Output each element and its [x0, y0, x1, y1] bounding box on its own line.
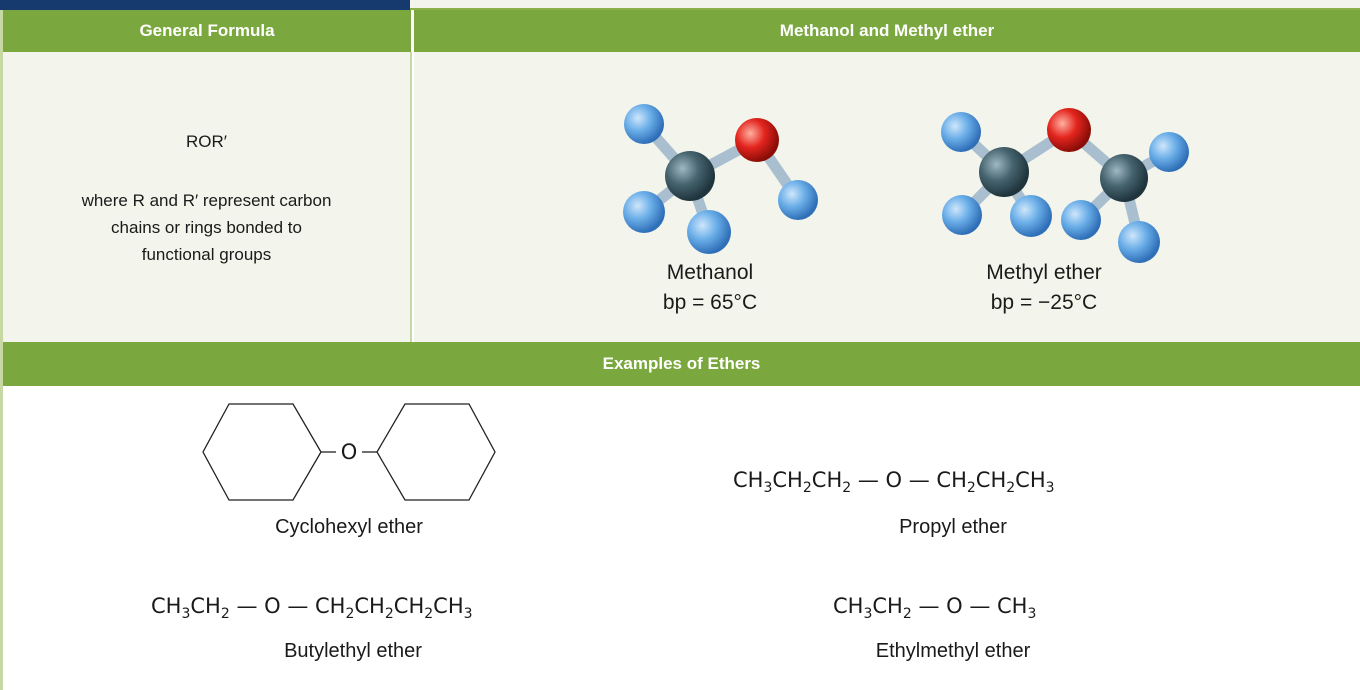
butylethyl-ether-label: Butylethyl ether	[284, 640, 422, 662]
methanol-label: Methanol bp = 65°C	[662, 261, 758, 314]
propyl-ether-label: Propyl ether	[899, 516, 1007, 538]
header-examples: Examples of Ethers	[3, 342, 1360, 386]
methanol-model-icon	[623, 104, 818, 254]
cyclohexyl-oxygen-label: O	[341, 440, 358, 464]
butylethyl-ether-formula: CH3CH2 — O — CH2CH2CH2CH3	[151, 594, 473, 623]
header-separator	[411, 10, 414, 52]
general-formula: ROR′	[186, 132, 227, 151]
propyl-ether-formula: CH3CH2CH2 — O — CH2CH2CH3	[733, 468, 1055, 497]
ethylmethyl-ether-label: Ethylmethyl ether	[875, 640, 1031, 662]
general-formula-cell: ROR′ where R and R′ represent carbon cha…	[3, 52, 412, 342]
cyclohexyl-ether-structure-icon: O	[202, 403, 496, 501]
top-navy-tab	[0, 0, 410, 10]
methyl-ether-label: Methyl ether bp = −25°C	[986, 261, 1102, 314]
top-green-rule	[410, 8, 1360, 10]
header-methanol-methyl-ether: Methanol and Methyl ether	[414, 10, 1360, 52]
molecule-models-cell: Methanol bp = 65°C	[414, 52, 1360, 342]
top-strip	[0, 0, 1360, 10]
cyclohexyl-ether-label: Cyclohexyl ether	[275, 516, 423, 538]
header-general-formula: General Formula	[3, 10, 411, 52]
general-formula-description: where R and R′ represent carbon chains o…	[81, 191, 332, 264]
ethylmethyl-ether-formula: CH3CH2 — O — CH3	[833, 594, 1037, 623]
examples-cell: O Cyclohexyl ether CH3CH2CH2 — O — CH2CH…	[3, 386, 1360, 690]
ethers-table: General Formula Methanol and Methyl ethe…	[0, 10, 1360, 690]
methyl-ether-model-icon	[941, 108, 1189, 263]
